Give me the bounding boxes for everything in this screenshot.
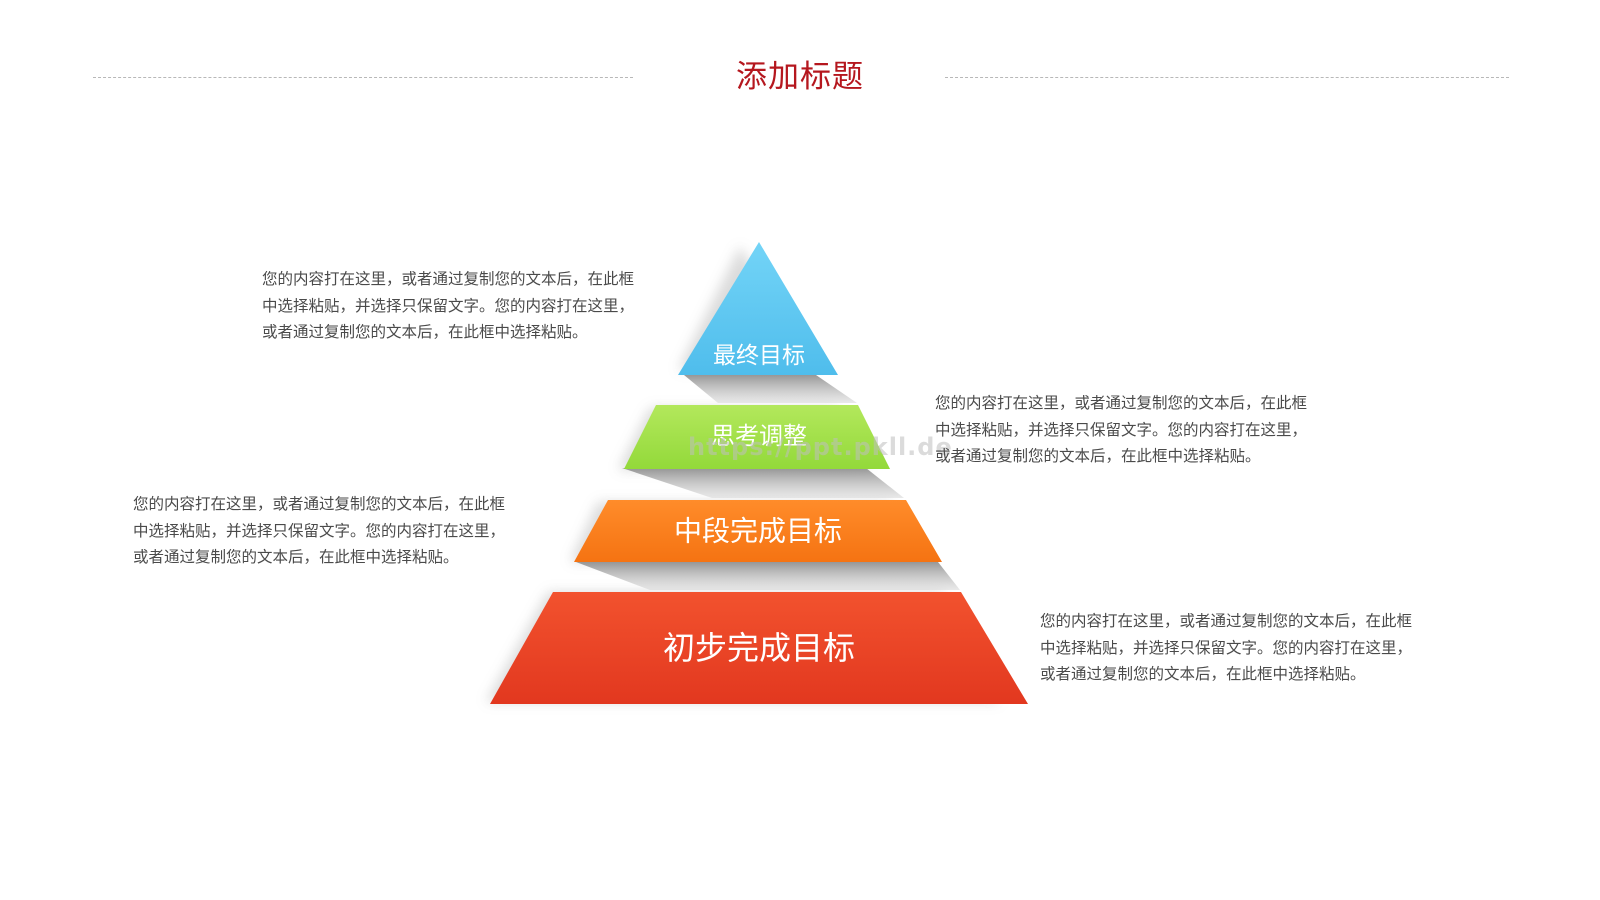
level-bottom-label: 初步完成目标	[663, 629, 855, 667]
level-third-label: 中段完成目标	[674, 515, 842, 548]
level-second-shape	[624, 405, 890, 469]
level-top-label: 最终目标	[713, 343, 805, 369]
description-third-left: 您的内容打在这里，或者通过复制您的文本后，在此框 中选择粘贴，并选择只保留文字。…	[133, 491, 505, 571]
description-line: 中选择粘贴，并选择只保留文字。您的内容打在这里，	[262, 296, 635, 315]
shade-band-3	[576, 562, 960, 590]
shade-band-2	[622, 468, 904, 498]
level-third-shape	[574, 500, 942, 562]
title-divider-right	[945, 77, 1509, 78]
description-line: 您的内容打在这里，或者通过复制您的文本后，在此框	[133, 495, 506, 513]
level-top-shape	[678, 242, 838, 375]
description-top-left: 您的内容打在这里，或者通过复制您的文本后，在此框 中选择粘贴，并选择只保留文字。…	[262, 266, 634, 346]
description-line: 中选择粘贴，并选择只保留文字。您的内容打在这里，	[1040, 638, 1413, 657]
description-bottom-right: 您的内容打在这里，或者通过复制您的文本后，在此框 中选择粘贴，并选择只保留文字。…	[1040, 608, 1412, 688]
description-line: 您的内容打在这里，或者通过复制您的文本后，在此框	[262, 270, 635, 288]
description-line: 或者通过复制您的文本后，在此框中选择粘贴。	[1040, 665, 1366, 683]
description-line: 或者通过复制您的文本后，在此框中选择粘贴。	[935, 447, 1261, 465]
description-line: 或者通过复制您的文本后，在此框中选择粘贴。	[262, 323, 588, 341]
watermark-text: https://ppt.pkll.de	[688, 433, 953, 461]
level-bottom-shape	[490, 592, 1028, 704]
shade-band-1	[684, 375, 857, 403]
description-line: 中选择粘贴，并选择只保留文字。您的内容打在这里，	[133, 521, 506, 540]
level-second-label: 思考调整	[711, 422, 807, 450]
title-divider-left	[93, 77, 633, 78]
description-line: 或者通过复制您的文本后，在此框中选择粘贴。	[133, 548, 459, 566]
description-line: 您的内容打在这里，或者通过复制您的文本后，在此框	[935, 394, 1308, 412]
description-second-right: 您的内容打在这里，或者通过复制您的文本后，在此框 中选择粘贴，并选择只保留文字。…	[935, 390, 1307, 470]
description-line: 您的内容打在这里，或者通过复制您的文本后，在此框	[1040, 612, 1413, 630]
description-line: 中选择粘贴，并选择只保留文字。您的内容打在这里，	[935, 420, 1308, 439]
page-title: 添加标题	[736, 59, 864, 95]
